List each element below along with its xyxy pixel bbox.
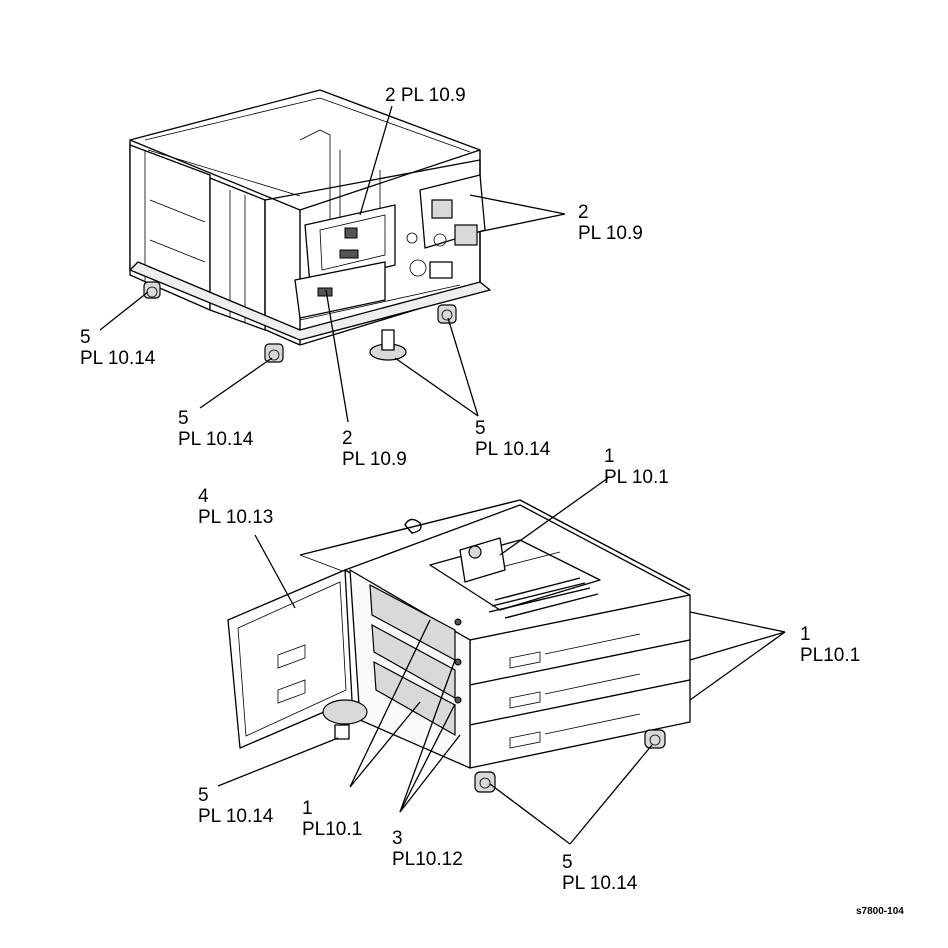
caster-top-left: [143, 281, 161, 299]
control-board-b: [294, 261, 386, 319]
callout-caster-upper-left: 5 PL 10.14: [80, 327, 155, 369]
callout-reference: PL10.1: [800, 645, 861, 666]
caster-top-right: [437, 304, 457, 324]
callout-reference: PL 10.14: [475, 439, 551, 460]
callout-number: 1: [604, 446, 615, 467]
callout-cover: 4 PL 10.13: [198, 486, 273, 528]
callout-number: 1: [302, 798, 313, 819]
callout-caster-upper-front: 5 PL 10.14: [178, 408, 253, 450]
callout-number: 5: [80, 327, 91, 348]
lower-leveling-foot: [322, 699, 368, 725]
tray-rollers: [488, 577, 599, 619]
callout-number: 3: [392, 828, 403, 849]
lower-cabinet-assembly: [227, 499, 691, 793]
callout-number: 2: [578, 202, 589, 223]
callout-motors: 2 PL 10.9: [578, 202, 643, 244]
lower-leader-lines: [217, 477, 786, 845]
callout-number: 5: [475, 418, 486, 439]
callout-reference: PL 10.9: [400, 85, 466, 106]
callout-caster-lower-right: 5 PL 10.14: [562, 852, 637, 894]
callout-reference: PL 10.14: [562, 873, 638, 894]
callout-number: 5: [178, 408, 189, 429]
callout-number: 2: [385, 85, 396, 106]
callout-sensors: 3 PL10.12: [392, 828, 463, 870]
callout-caster-lower-left: 5 PL 10.14: [198, 785, 273, 827]
callout-number: 1: [800, 624, 811, 645]
callout-number: 2: [342, 428, 353, 449]
callout-reference: PL 10.1: [604, 467, 669, 488]
callout-reference: PL 10.14: [80, 348, 156, 369]
callout-reference: PL10.1: [302, 819, 363, 840]
callout-reference: PL10.12: [392, 849, 463, 870]
callout-tray-inner: 1 PL 10.1: [604, 446, 669, 488]
upper-frame-assembly: [129, 89, 491, 363]
callout-number: 4: [198, 486, 209, 507]
callout-board-lower: 2 PL 10.9: [342, 428, 407, 470]
figure-id: s7800-104: [856, 906, 904, 917]
motor-upper: [431, 199, 453, 219]
caster-bottom-right: [644, 729, 666, 749]
callout-reference: PL 10.9: [342, 449, 407, 470]
callout-reference: PL 10.14: [198, 806, 274, 827]
callout-reference: PL 10.13: [198, 507, 274, 528]
callout-number: 5: [562, 852, 573, 873]
callout-board-upper: 2 PL 10.9: [385, 85, 466, 106]
callout-feed: 1 PL10.1: [302, 798, 362, 840]
callout-reference: PL 10.14: [178, 429, 254, 450]
callout-trays: 1 PL10.1: [800, 624, 860, 666]
upper-leader-lines: [99, 105, 566, 423]
caster-bottom-front: [474, 771, 496, 793]
caster-top-front: [264, 343, 284, 363]
motor-lower: [454, 224, 478, 246]
callout-number: 5: [198, 785, 209, 806]
callout-reference: PL 10.9: [578, 223, 643, 244]
callout-caster-upper-right: 5 PL 10.14: [475, 418, 550, 460]
